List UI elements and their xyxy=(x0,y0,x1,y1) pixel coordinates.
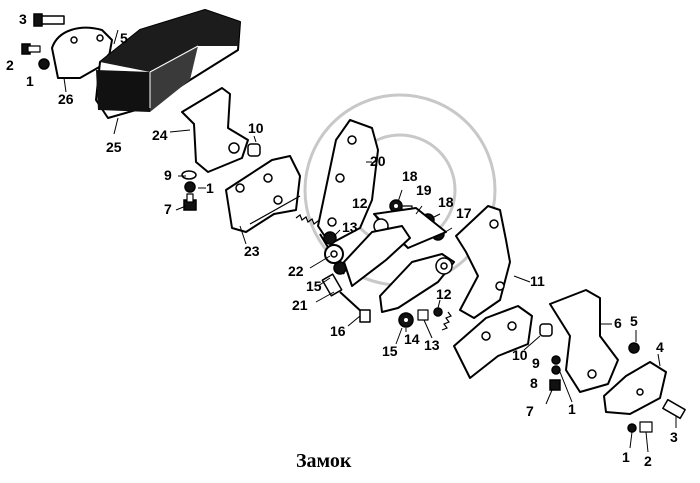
callout-9-right: 9 xyxy=(532,355,540,371)
bolt-3-right xyxy=(662,398,686,420)
washer-9-right xyxy=(551,355,561,365)
callout-23: 23 xyxy=(244,243,260,259)
callout-2-bottom: 2 xyxy=(644,453,652,469)
callout-2-top: 2 xyxy=(6,57,14,73)
nut-5-right xyxy=(628,342,640,354)
callout-21: 21 xyxy=(292,297,308,313)
bolt-7-right xyxy=(549,379,561,391)
bracket-6 xyxy=(549,289,619,393)
cover-plate-26 xyxy=(51,26,113,79)
callout-19: 19 xyxy=(416,182,432,198)
spring-left xyxy=(295,214,321,227)
cam-22 xyxy=(324,244,347,275)
latch-plate-upper xyxy=(343,225,411,287)
callout-10-right: 10 xyxy=(512,347,528,363)
callout-12-top: 12 xyxy=(352,195,368,211)
nut-1-left xyxy=(184,181,196,193)
washer-2-top xyxy=(21,43,41,55)
callout-18-right: 18 xyxy=(438,194,454,210)
callout-24: 24 xyxy=(152,127,168,143)
callout-25: 25 xyxy=(106,139,122,155)
pin-14 xyxy=(398,312,414,328)
pin-12-lower xyxy=(433,307,443,317)
callout-1-top: 1 xyxy=(26,73,34,89)
leader-lines xyxy=(63,29,677,453)
callout-6: 6 xyxy=(614,315,622,331)
callout-7-left: 7 xyxy=(164,201,172,217)
nut-1-right xyxy=(551,365,561,375)
callout-15-left: 15 xyxy=(306,278,322,294)
callout-17: 17 xyxy=(456,205,472,221)
bracket-11 xyxy=(455,205,511,319)
callout-18-left: 18 xyxy=(402,168,418,184)
callout-1-left: 1 xyxy=(206,180,214,196)
bracket-23 xyxy=(225,155,301,233)
callout-22: 22 xyxy=(288,263,304,279)
callout-3-top: 3 xyxy=(19,11,27,27)
callout-13-lower: 13 xyxy=(424,337,440,353)
callout-1-right: 1 xyxy=(568,401,576,417)
callout-11: 11 xyxy=(530,273,545,289)
nut-13-lower xyxy=(417,309,429,321)
callout-26: 26 xyxy=(58,91,74,107)
rod-16 xyxy=(339,291,371,323)
bolt-2-right xyxy=(639,421,653,433)
plate-20 xyxy=(317,119,379,245)
bushing-10-top xyxy=(247,143,261,157)
bushing-10-right xyxy=(539,323,553,337)
callout-13-top: 13 xyxy=(342,219,358,235)
callout-15-lower: 15 xyxy=(382,343,398,359)
callout-10-top: 10 xyxy=(248,120,264,136)
cover-plate-4 xyxy=(603,361,667,415)
diagram-caption: Замок xyxy=(296,450,352,472)
pin-13-left xyxy=(323,231,337,245)
latch-plate-lower xyxy=(379,253,455,313)
bracket-24 xyxy=(181,87,249,173)
callout-12-lower: 12 xyxy=(436,286,452,302)
callout-1-bottom: 1 xyxy=(622,449,630,465)
washer-9-left xyxy=(181,170,197,180)
callout-4: 4 xyxy=(656,339,664,355)
callout-3-right: 3 xyxy=(670,429,678,445)
callout-14: 14 xyxy=(404,331,420,347)
callout-9-left: 9 xyxy=(164,167,172,183)
bracket-10-right xyxy=(453,305,533,379)
bolt-3-top xyxy=(33,13,65,27)
callout-5-right: 5 xyxy=(630,313,638,329)
washer-1-right xyxy=(627,423,637,433)
callout-8: 8 xyxy=(530,375,538,391)
housing-25 xyxy=(95,9,241,119)
callout-7-right: 7 xyxy=(526,403,534,419)
callout-20: 20 xyxy=(370,153,386,169)
callout-16: 16 xyxy=(330,323,346,339)
nut-1-top xyxy=(38,58,50,70)
callout-5-top: 5 xyxy=(120,30,128,46)
spring-right xyxy=(441,311,452,331)
bolt-7-left xyxy=(183,193,197,211)
